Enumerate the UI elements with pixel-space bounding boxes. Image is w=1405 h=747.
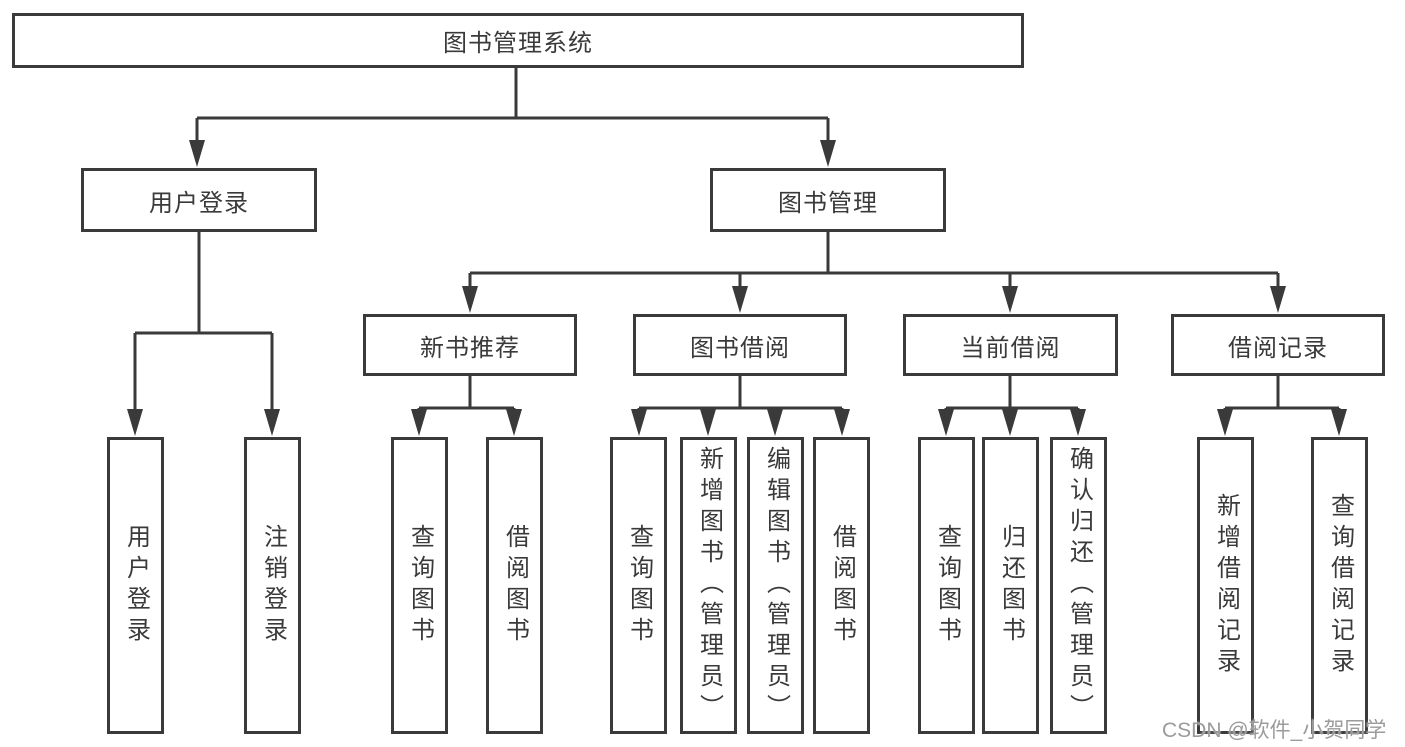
node-borrow-records: 借阅记录 — [1171, 314, 1385, 376]
node-label: 查询图书 — [933, 523, 961, 648]
node-label: 确认归还（管理员） — [1065, 446, 1093, 725]
node-label: 新增图书（管理员） — [695, 446, 723, 725]
node-label: 用户登录 — [122, 523, 150, 648]
node-label: 查询借阅记录 — [1326, 492, 1354, 679]
node-current-borrow: 当前借阅 — [903, 314, 1118, 376]
leaf-query-books-recommend: 查询图书 — [391, 437, 448, 734]
node-label: 新增借阅记录 — [1212, 492, 1240, 679]
leaf-borrow-books: 借阅图书 — [813, 437, 870, 734]
node-label: 编辑图书（管理员） — [762, 446, 790, 725]
watermark: CSDN @软件_小贺同学 — [1162, 719, 1387, 742]
leaf-return-books: 归还图书 — [982, 437, 1039, 734]
leaf-edit-book-admin: 编辑图书（管理员） — [747, 437, 804, 734]
node-label: 查询图书 — [625, 523, 653, 648]
node-label: 归还图书 — [997, 523, 1025, 648]
node-label: 借阅图书 — [501, 523, 529, 648]
leaf-add-borrow-record: 新增借阅记录 — [1197, 437, 1254, 734]
leaf-user-login: 用户登录 — [107, 437, 164, 734]
node-label: 当前借阅 — [960, 334, 1061, 362]
node-user-login: 用户登录 — [81, 168, 317, 232]
node-label: 注销登录 — [259, 523, 287, 648]
leaf-query-books-borrow: 查询图书 — [610, 437, 667, 734]
node-book-borrow: 图书借阅 — [633, 314, 847, 376]
node-label: 用户登录 — [149, 189, 249, 217]
node-new-book-recommend: 新书推荐 — [363, 314, 577, 376]
node-library-system: 图书管理系统 — [12, 13, 1024, 68]
node-label: 图书管理系统 — [443, 30, 593, 57]
node-label: 借阅图书 — [828, 523, 856, 648]
node-label: 图书管理 — [778, 189, 878, 217]
leaf-logout: 注销登录 — [244, 437, 301, 734]
leaf-borrow-books-recommend: 借阅图书 — [486, 437, 543, 734]
node-book-management: 图书管理 — [710, 168, 946, 232]
leaf-query-borrow-record: 查询借阅记录 — [1311, 437, 1368, 734]
node-label: 查询图书 — [406, 523, 434, 648]
node-label: 新书推荐 — [420, 334, 520, 362]
node-label: 图书借阅 — [690, 334, 790, 362]
leaf-query-books-current: 查询图书 — [918, 437, 975, 734]
node-label: 借阅记录 — [1228, 334, 1328, 362]
leaf-add-book-admin: 新增图书（管理员） — [680, 437, 737, 734]
leaf-confirm-return-admin: 确认归还（管理员） — [1050, 437, 1107, 734]
